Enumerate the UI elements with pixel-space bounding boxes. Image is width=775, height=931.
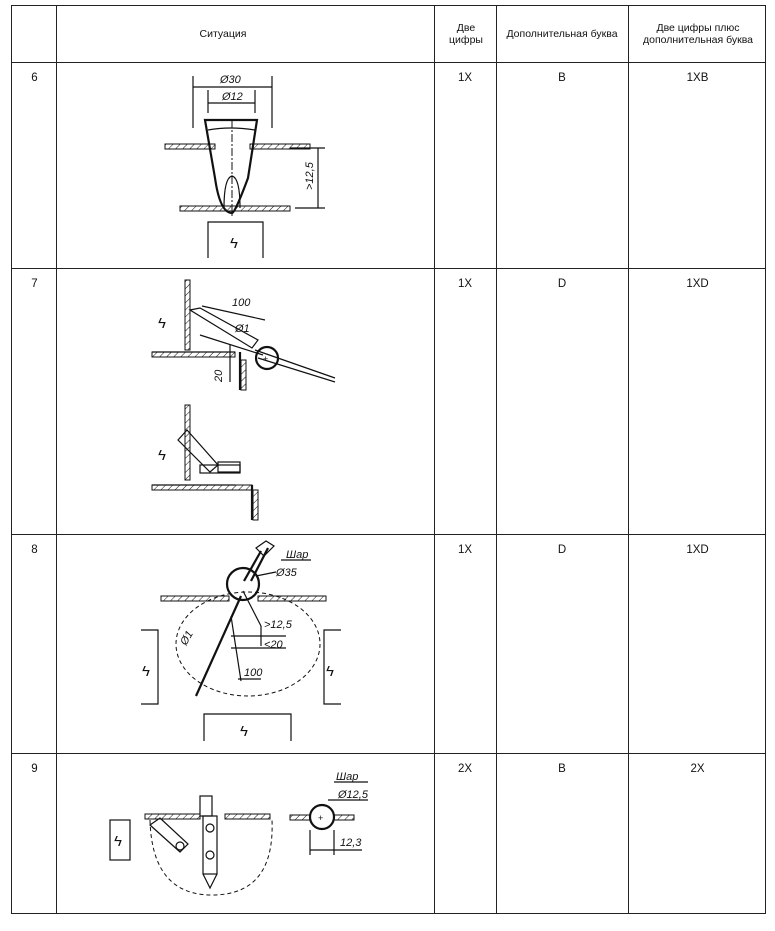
header-additional-letter: Дополнительная буква [506,28,618,40]
dim-len: 100 [244,667,263,679]
dim-d35: Ø35 [275,567,298,579]
row-divider [12,268,765,269]
row-number: 6 [31,72,38,84]
row-number: 9 [31,763,38,775]
dim-h: >12,5 [304,161,316,190]
dim-a: >12,5 [264,619,293,631]
dim-d12: Ø12 [221,91,243,103]
dim-d125: Ø12,5 [337,789,369,801]
cell-combo: 1XB [686,72,709,84]
high-voltage-icon: ϟ [114,833,122,850]
high-voltage-icon: ϟ [158,447,166,464]
col-divider [56,6,57,913]
plus-mark: + [318,813,323,823]
header-two-digits: Две цифры [449,22,483,46]
row-divider [12,753,765,754]
col-divider [434,6,435,913]
plus-mark: + [263,354,268,364]
cell-letter: B [558,763,566,775]
cell-letter: D [557,278,567,290]
high-voltage-icon: ϟ [230,235,238,252]
dim-c: Ø1 [178,629,196,649]
cell-combo: 1XD [686,278,709,290]
cell-combo: 2X [690,763,705,775]
row-divider [12,62,765,63]
label-ball: Шар [336,771,358,783]
cell-two-digits: 1X [457,278,473,290]
dim-h: 20 [213,369,225,383]
dim-w: 12,3 [340,837,362,849]
col-divider [628,6,629,913]
header-two-digits-plus-letter: Две цифры плюс дополнительная буква [643,22,753,46]
classification-table: Ситуация Две цифры Дополнительная буква … [11,5,766,914]
high-voltage-icon: ϟ [240,723,248,740]
dim-d30: Ø30 [219,74,242,86]
cell-two-digits: 1X [457,544,473,556]
col-divider [496,6,497,913]
cell-letter: B [558,72,566,84]
row-number: 8 [31,544,38,556]
cell-letter: D [557,544,567,556]
dim-b: <20 [264,639,284,651]
jointed-probe-figure: ϟ + Шар Ø12,5 12,3 [109,771,369,896]
row-divider [12,534,765,535]
ball-wire-figure: Шар Ø35 >12,5 <20 Ø1 100 ϟ ϟ ϟ [141,540,341,741]
dim-len: 100 [232,297,251,309]
row-number: 7 [31,278,38,290]
finger-probe-figure: Ø30 Ø12 >12,5 ϟ [164,74,325,258]
wire-probe-figure: ϟ + 100 Ø1 20 ϟ [151,279,336,521]
header-situation: Ситуация [199,28,247,40]
cell-two-digits: 2X [457,763,473,775]
cell-two-digits: 1X [457,72,473,84]
cell-combo: 1XD [686,544,709,556]
dim-d: Ø1 [234,323,250,335]
high-voltage-icon: ϟ [158,315,166,332]
high-voltage-icon: ϟ [142,663,150,680]
high-voltage-icon: ϟ [326,663,334,680]
label-ball: Шар [286,549,308,561]
